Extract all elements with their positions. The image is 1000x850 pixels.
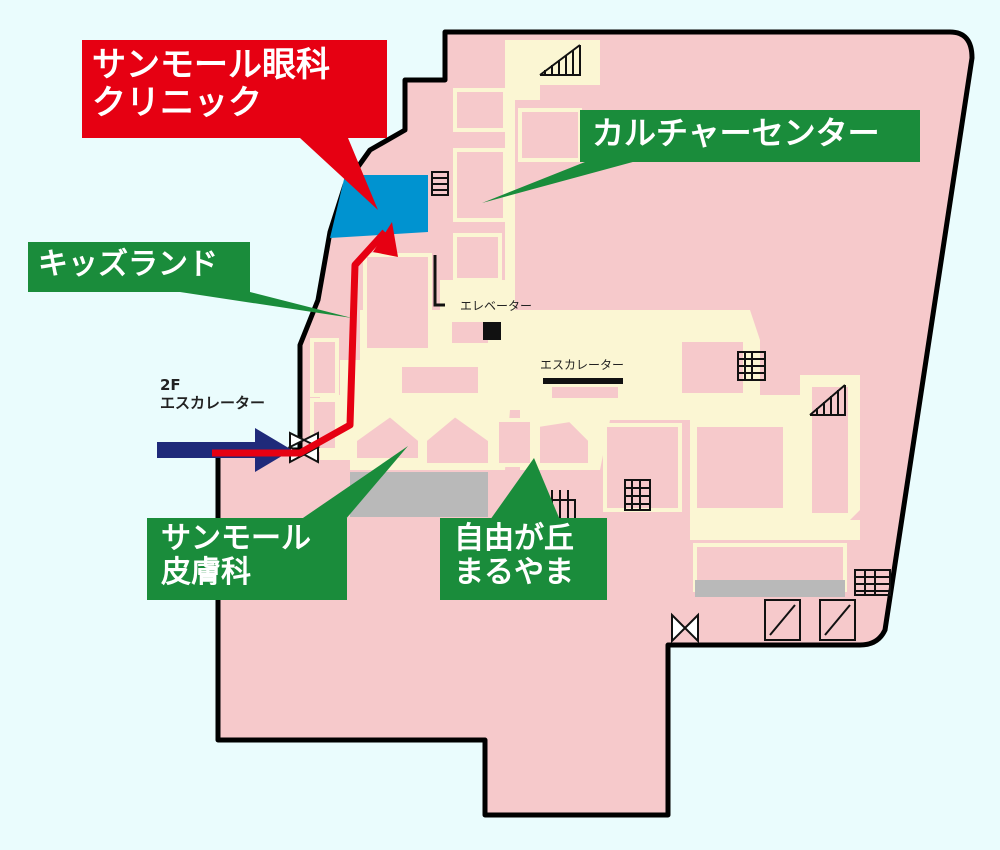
shop-blocks (310, 88, 852, 592)
eye-clinic-callout: サンモール眼科 クリニック (82, 40, 387, 138)
route-arrowhead (373, 222, 398, 257)
grey-block-right (695, 580, 845, 597)
elevator-label: エレベーター (460, 299, 533, 313)
kids-land-label: キッズランド (38, 247, 218, 282)
eye-clinic-pointer (300, 138, 378, 210)
eye-clinic-shop (330, 175, 428, 238)
eye-clinic-label: サンモール眼科 クリニック (92, 45, 330, 124)
entrance-marker-right (671, 612, 699, 644)
escalator-marker (543, 378, 623, 384)
skin-clinic-callout: サンモール 皮膚科 (147, 518, 347, 600)
jiyugaoka-callout: 自由が丘 まるやま (440, 518, 607, 600)
culture-center-label: カルチャーセンター (592, 114, 880, 152)
elevator-shaft-line (433, 255, 445, 307)
culture-center-callout: カルチャーセンター (580, 110, 920, 162)
skin-clinic-label: サンモール 皮膚科 (161, 521, 311, 590)
jiyugaoka-label: 自由が丘 まるやま (454, 521, 574, 590)
escalator-label: エスカレーター (540, 358, 625, 372)
escalator-2f-label: 2F エスカレーター (160, 376, 266, 412)
callout-pointers (180, 160, 640, 520)
kids-land-callout: キッズランド (28, 242, 250, 292)
elevator-marker (483, 322, 501, 340)
route-line (212, 229, 388, 457)
